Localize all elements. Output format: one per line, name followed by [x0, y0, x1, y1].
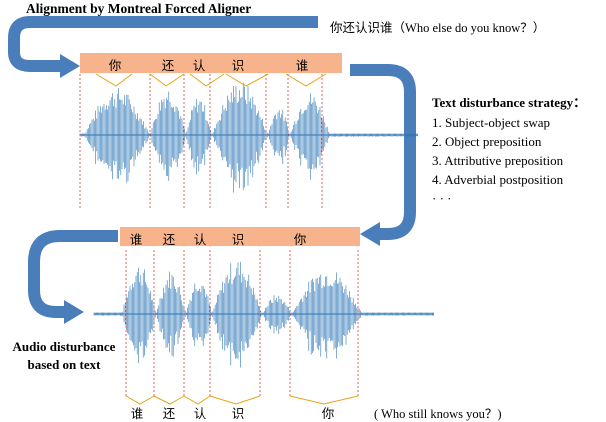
arrow-right	[350, 64, 416, 240]
bottom-syllable: 识	[231, 406, 245, 421]
original-gloss: （Who else do you know？）	[392, 21, 546, 35]
arrowhead-top-left	[60, 54, 80, 78]
top-syllable: 谁	[295, 58, 309, 73]
strategy-item: 1. Subject-object swap	[432, 115, 551, 130]
top-syllable: 认	[192, 58, 206, 73]
arrow-heads	[60, 54, 380, 324]
strategy-item: 3. Attributive preposition	[432, 153, 564, 168]
mid-syllable: 你	[293, 232, 307, 247]
bottom-dividers	[125, 250, 359, 396]
mid-syllable: 认	[193, 232, 207, 247]
audio-disturbance-label: Audio disturbance based on text	[0, 338, 128, 374]
bottom-syllable: 还	[162, 406, 176, 421]
top-syllable: 识	[231, 58, 245, 73]
arrowhead-bottom-left	[64, 300, 84, 324]
audio-label-line1: Audio disturbance	[12, 339, 116, 354]
disturbed-syllable-bar	[120, 227, 360, 246]
waveform-top	[79, 82, 418, 193]
top-syllable: 你	[108, 58, 122, 73]
top-syllable-bar	[80, 53, 342, 73]
diagram-title: Alignment by Montreal Forced Aligner	[26, 1, 252, 16]
top-syllable: 还	[161, 58, 175, 73]
mid-syllable: 识	[231, 232, 245, 247]
strategy-item: · · ·	[432, 191, 452, 206]
mid-syllable: 还	[162, 232, 176, 247]
bottom-syllable: 你	[321, 406, 335, 421]
mid-syllable: 谁	[129, 232, 143, 247]
arrow-bottom-left	[28, 230, 118, 318]
arrow-top-left	[8, 16, 318, 72]
strategy-item: 4. Adverbial postposition	[432, 172, 564, 187]
audio-label-line2: based on text	[27, 357, 101, 372]
bottom-syllable: 认	[193, 406, 207, 421]
disturbed-gloss: ( Who still knows you？)	[374, 407, 502, 421]
original-sentence: 你还认识谁（Who else do you know？）	[330, 17, 545, 36]
bottom-syllable: 谁	[130, 406, 144, 421]
strategy-heading: Text disturbance strategy：	[432, 95, 587, 110]
original-chinese: 你还认识谁	[330, 20, 393, 35]
top-dividers	[79, 74, 323, 210]
arrowhead-right	[360, 222, 380, 246]
top-brackets	[95, 73, 327, 87]
strategy-list: Text disturbance strategy： 1. Subject-ob…	[432, 92, 586, 208]
waveform-bottom	[93, 261, 434, 368]
strategy-item: 2. Object preposition	[432, 134, 542, 149]
flow-arrows	[8, 16, 416, 318]
